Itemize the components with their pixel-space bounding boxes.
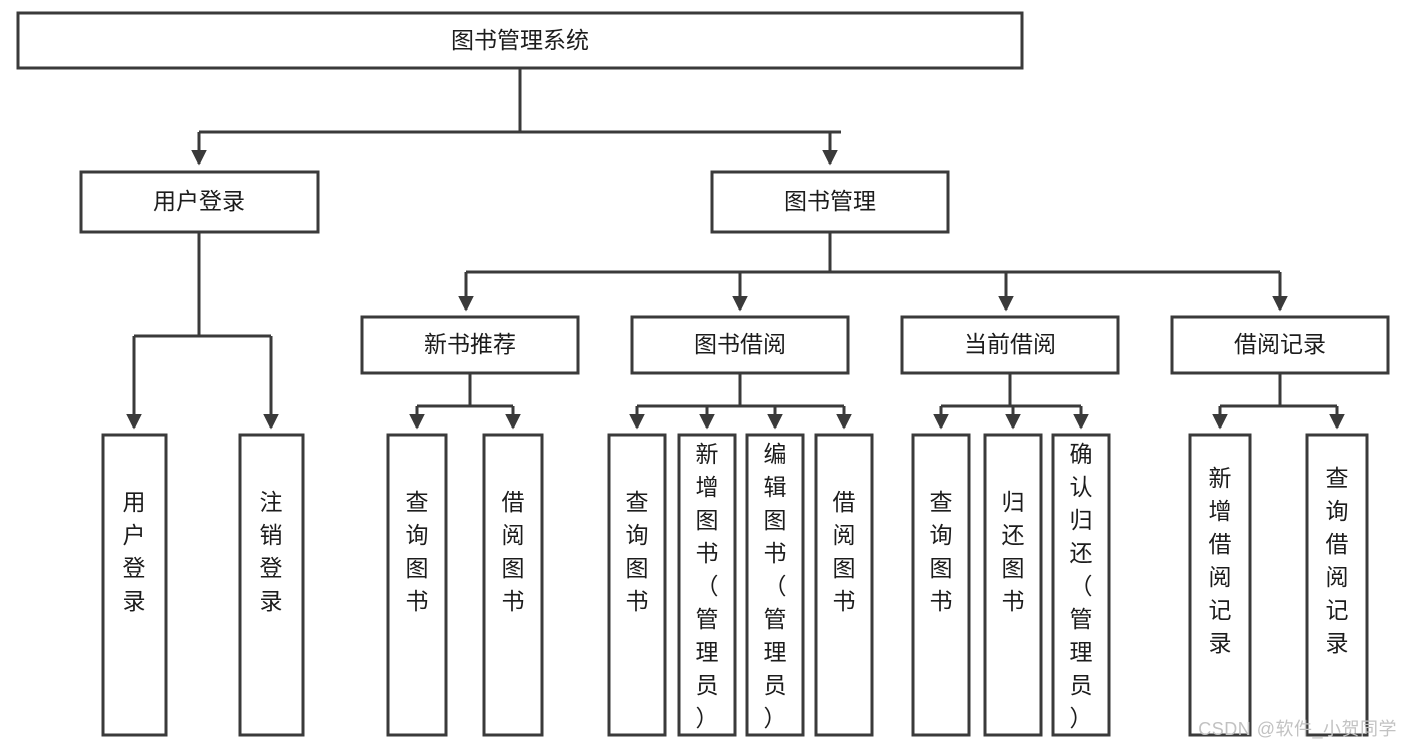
node-user-login[interactable]: 用户登录	[79, 170, 320, 234]
node-root-box[interactable]	[16, 11, 1024, 70]
node-leaf-add-book[interactable]: 新增图书（管理员）	[677, 433, 737, 737]
node-leaf-query-book-borrow-label: 查询图书	[626, 489, 649, 614]
node-leaf-edit-book-box[interactable]	[745, 433, 805, 737]
node-leaf-return-book-label: 归还图书	[1002, 489, 1025, 614]
node-root-label: 图书管理系统	[451, 27, 589, 53]
connector-group-book-borrow	[629, 373, 852, 430]
node-leaf-edit-book[interactable]: 编辑图书（管理员）	[745, 433, 805, 737]
node-leaf-confirm-return-box[interactable]	[1051, 433, 1111, 737]
node-borrow-record-label: 借阅记录	[1234, 331, 1326, 357]
node-leaf-confirm-return[interactable]: 确认归还（管理员）	[1051, 433, 1111, 737]
node-leaf-user-login-label: 用户登录	[123, 489, 146, 614]
node-book-manage[interactable]: 图书管理	[710, 170, 950, 234]
node-leaf-query-book-borrow[interactable]: 查询图书	[607, 433, 667, 737]
node-leaf-query-book-cur[interactable]: 查询图书	[911, 433, 971, 737]
node-book-manage-label: 图书管理	[784, 188, 876, 214]
node-leaf-return-book[interactable]: 归还图书	[983, 433, 1043, 737]
connector-group-user-login	[126, 232, 279, 430]
node-leaf-user-login-box[interactable]	[101, 433, 168, 737]
node-leaf-add-book-label: 新增图书（管理员）	[696, 441, 719, 731]
node-leaf-logout-label: 注销登录	[260, 489, 283, 614]
connector-group-book-manage	[458, 232, 1288, 312]
node-leaf-logout[interactable]: 注销登录	[238, 433, 305, 737]
node-user-login-box[interactable]	[79, 170, 320, 234]
node-leaf-add-record[interactable]: 新增借阅记录	[1188, 433, 1252, 737]
node-new-book-rec[interactable]: 新书推荐	[360, 315, 580, 375]
connector-group-new-book-rec	[409, 373, 521, 430]
node-leaf-query-book-rec[interactable]: 查询图书	[386, 433, 448, 737]
node-book-borrow-label: 图书借阅	[694, 331, 786, 357]
node-current-borrow[interactable]: 当前借阅	[900, 315, 1120, 375]
node-leaf-borrow-book-label: 借阅图书	[833, 489, 856, 614]
node-leaf-user-login[interactable]: 用户登录	[101, 433, 168, 737]
node-leaf-return-book-box[interactable]	[983, 433, 1043, 737]
node-leaf-query-record-label: 查询借阅记录	[1326, 465, 1349, 656]
node-leaf-add-record-label: 新增借阅记录	[1209, 465, 1232, 656]
node-leaf-borrow-book-rec-box[interactable]	[482, 433, 544, 737]
node-leaf-query-book-cur-label: 查询图书	[930, 489, 953, 614]
node-leaf-edit-book-label: 编辑图书（管理员）	[764, 441, 787, 731]
connector-group-borrow-record	[1212, 373, 1345, 430]
node-user-login-label: 用户登录	[153, 188, 245, 214]
node-current-borrow-box[interactable]	[900, 315, 1120, 375]
node-leaf-query-record[interactable]: 查询借阅记录	[1305, 433, 1369, 737]
node-leaf-add-book-box[interactable]	[677, 433, 737, 737]
node-leaf-confirm-return-label: 确认归还（管理员）	[1070, 441, 1093, 731]
node-new-book-rec-box[interactable]	[360, 315, 580, 375]
node-leaf-borrow-book-rec[interactable]: 借阅图书	[482, 433, 544, 737]
node-leaf-query-book-rec-label: 查询图书	[406, 489, 429, 614]
node-leaf-query-book-rec-box[interactable]	[386, 433, 448, 737]
node-book-borrow-box[interactable]	[630, 315, 850, 375]
node-leaf-borrow-book-rec-label: 借阅图书	[502, 489, 525, 614]
node-leaf-logout-box[interactable]	[238, 433, 305, 737]
node-root[interactable]: 图书管理系统	[16, 11, 1024, 70]
node-book-borrow[interactable]: 图书借阅	[630, 315, 850, 375]
node-new-book-rec-label: 新书推荐	[424, 331, 516, 357]
connector-group-root	[191, 68, 841, 166]
node-borrow-record-box[interactable]	[1170, 315, 1390, 375]
node-leaf-query-book-cur-box[interactable]	[911, 433, 971, 737]
node-borrow-record[interactable]: 借阅记录	[1170, 315, 1390, 375]
node-leaf-query-book-borrow-box[interactable]	[607, 433, 667, 737]
connector-group-current-borrow	[933, 373, 1089, 430]
node-leaf-borrow-book[interactable]: 借阅图书	[814, 433, 874, 737]
node-book-manage-box[interactable]	[710, 170, 950, 234]
node-leaf-add-record-box[interactable]	[1188, 433, 1252, 737]
node-leaf-borrow-book-box[interactable]	[814, 433, 874, 737]
node-leaf-query-record-box[interactable]	[1305, 433, 1369, 737]
node-current-borrow-label: 当前借阅	[964, 331, 1056, 357]
